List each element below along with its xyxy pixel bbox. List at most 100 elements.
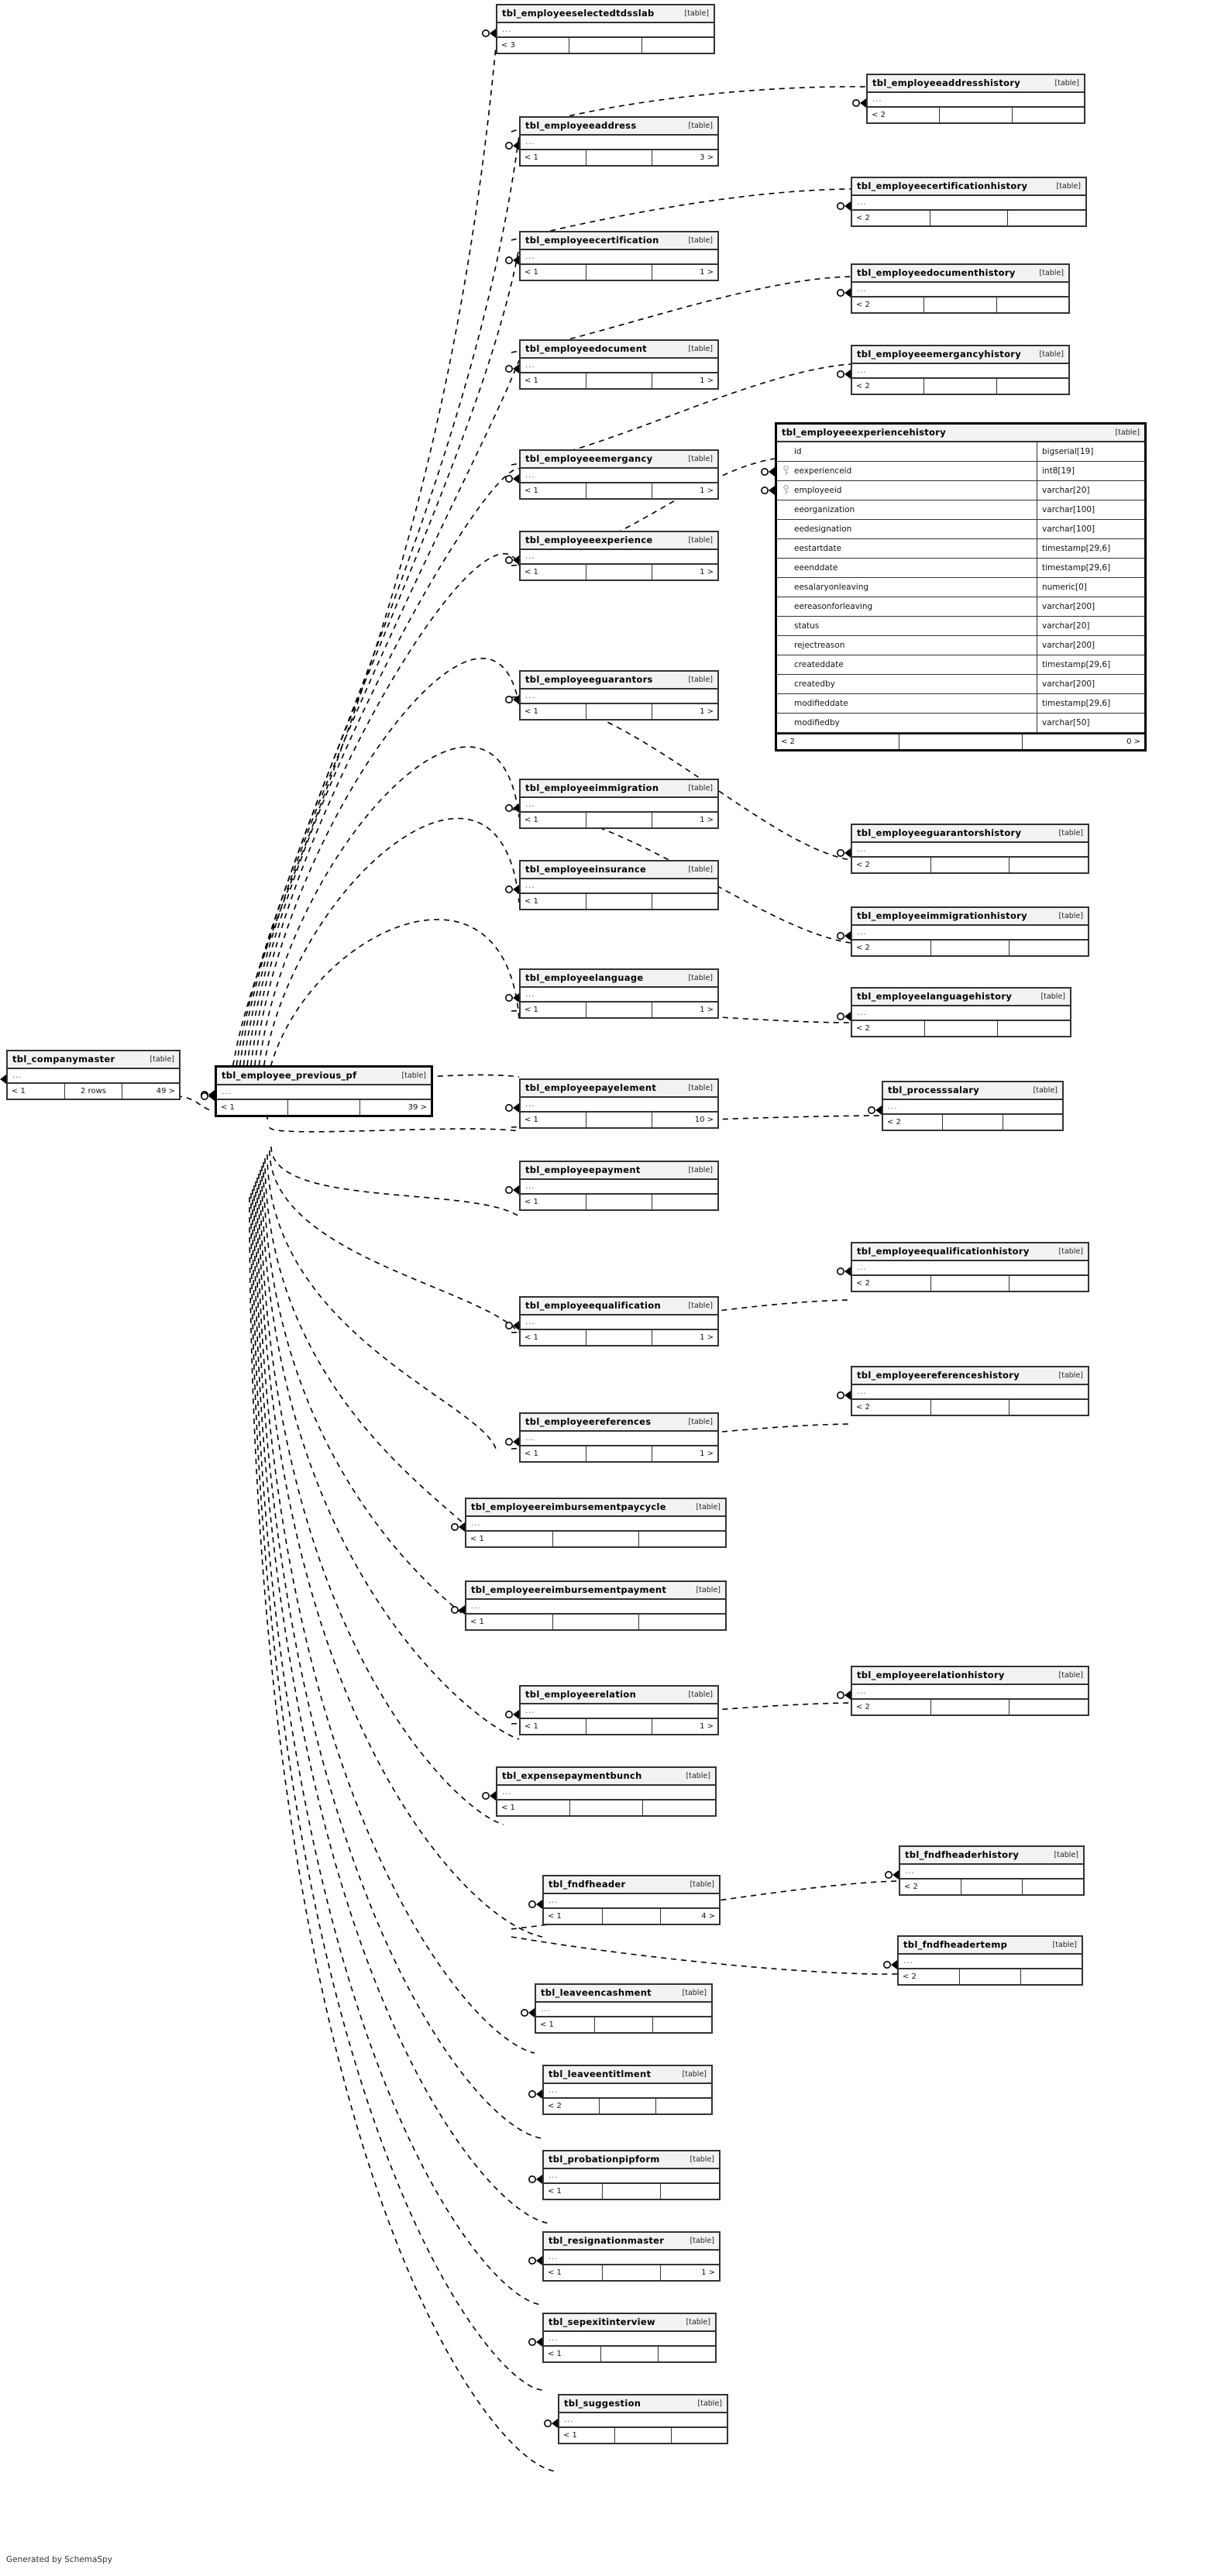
- table-node-tbl_suggestion[interactable]: tbl_suggestion[table]...< 1: [558, 2394, 728, 2444]
- parents-count: < 1: [8, 1084, 65, 1099]
- table-type-tag: [table]: [688, 675, 713, 684]
- children-count: [1013, 108, 1084, 122]
- table-name: tbl_suggestion: [564, 2398, 641, 2409]
- table-node-tbl_employeeselectedtdsslab[interactable]: tbl_employeeselectedtdsslab[table]...< 3: [496, 4, 715, 54]
- column-type: varchar[20]: [1042, 621, 1090, 631]
- table-node-tbl_employeepayment[interactable]: tbl_employeepayment[table]...< 1: [519, 1161, 719, 1211]
- parents-count: < 2: [852, 1021, 925, 1036]
- table-node-tbl_leaveencashment[interactable]: tbl_leaveencashment[table]...< 1: [535, 1983, 713, 2034]
- children-count: 3 >: [700, 153, 714, 162]
- table-header: tbl_fndfheaderhistory[table]: [900, 1847, 1083, 1865]
- column-name-cell: eestartdate: [777, 539, 1037, 558]
- table-node-tbl_probationpipform[interactable]: tbl_probationpipform[table]...< 1: [542, 2150, 721, 2200]
- table-node-tbl_employeereferenceshistory[interactable]: tbl_employeereferenceshistory[table]...<…: [851, 1366, 1089, 1416]
- table-node-tbl_employeeemergancyhistory[interactable]: tbl_employeeemergancyhistory[table]...< …: [851, 345, 1070, 395]
- table-header: tbl_employeelanguage[table]: [521, 970, 717, 988]
- table-name: tbl_employeeexperience: [525, 535, 653, 545]
- table-node-tbl_employeereimbursementpaycycle[interactable]: tbl_employeereimbursementpaycycle[table]…: [465, 1498, 727, 1548]
- table-footer: < 2: [852, 211, 1085, 225]
- table-type-tag: [table]: [1033, 1085, 1058, 1095]
- column-name-cell: id: [777, 442, 1037, 461]
- table-header: tbl_employeecertification[table]: [521, 232, 717, 250]
- rows-count: [924, 379, 997, 394]
- children-count: [1008, 211, 1085, 225]
- table-node-tbl_employeeguarantorshistory[interactable]: tbl_employeeguarantorshistory[table]...<…: [851, 824, 1089, 874]
- table-name: tbl_employeeimmigration: [525, 782, 659, 793]
- table-name: tbl_employeedocumenthistory: [857, 267, 1016, 278]
- children-count: 1 >: [700, 487, 714, 495]
- parents-count: < 1: [521, 373, 586, 388]
- table-node-tbl_employeeaddresshistory[interactable]: tbl_employeeaddresshistory[table]...< 2: [866, 74, 1085, 124]
- table-node-tbl_employeerelationhistory[interactable]: tbl_employeerelationhistory[table]...< 2: [851, 1666, 1089, 1716]
- parents-count: < 1: [521, 1113, 586, 1127]
- table-footer: < 1: [497, 1800, 715, 1815]
- table-columns-collapsed: ...: [544, 2332, 715, 2347]
- relationship-connector: [504, 1185, 519, 1195]
- table-node-tbl_expensepaymentbunch[interactable]: tbl_expensepaymentbunch[table]...< 1: [496, 1766, 717, 1817]
- rows-count: [586, 483, 652, 498]
- table-node-tbl_fndfheaderhistory[interactable]: tbl_fndfheaderhistory[table]...< 2: [899, 1845, 1085, 1896]
- column-type-cell: varchar[200]: [1037, 675, 1144, 693]
- column-type-cell: varchar[100]: [1037, 500, 1144, 519]
- rows-count: [615, 2428, 672, 2443]
- relationship-connector: [504, 256, 519, 265]
- rows-count: [586, 1446, 652, 1461]
- table-node-tbl_sepexitinterview[interactable]: tbl_sepexitinterview[table]...< 1: [542, 2313, 717, 2363]
- parents-count: < 1: [544, 1909, 603, 1924]
- table-node-tbl_leaveentitlment[interactable]: tbl_leaveentitlment[table]...< 2: [542, 2065, 713, 2115]
- column-type-cell: varchar[20]: [1037, 617, 1144, 635]
- table-name: tbl_fndfheaderhistory: [905, 1849, 1020, 1860]
- table-node-tbl_processsalary[interactable]: tbl_processsalary[table]...< 2: [882, 1081, 1064, 1131]
- children-count: [659, 2347, 715, 2361]
- rows-count: [288, 1100, 360, 1115]
- table-node-tbl_employeeinsurance[interactable]: tbl_employeeinsurance[table]...< 1: [519, 860, 719, 910]
- table-node-tbl_employeedocumenthistory[interactable]: tbl_employeedocumenthistory[table]...< 2: [851, 263, 1070, 314]
- table-columns-collapsed: ...: [852, 843, 1088, 858]
- children-count: [652, 1195, 717, 1209]
- table-name: tbl_employeereferenceshistory: [857, 1370, 1020, 1381]
- table-node-tbl_employeereimbursementpayment[interactable]: tbl_employeereimbursementpayment[table].…: [465, 1580, 727, 1631]
- rows-count: [586, 150, 652, 165]
- column-name-cell: rejectreason: [777, 636, 1037, 655]
- parents-count: < 2: [544, 2099, 600, 2113]
- table-header: tbl_leaveentitlment[table]: [544, 2066, 711, 2084]
- children-count: [656, 2099, 711, 2113]
- table-header: tbl_employeepayelement[table]: [521, 1080, 717, 1098]
- table-node-tbl_fndfheadertemp[interactable]: tbl_fndfheadertemp[table]...< 2: [897, 1935, 1083, 1986]
- table-node-tbl_employeecertificationhistory[interactable]: tbl_employeecertificationhistory[table].…: [851, 177, 1087, 227]
- table-footer: < 1: [466, 1532, 725, 1546]
- table-footer: < 2: [852, 1700, 1088, 1714]
- table-footer: < 2: [852, 858, 1088, 872]
- children-count: 4 >: [701, 1912, 716, 1921]
- table-node-tbl_employeelanguagehistory[interactable]: tbl_employeelanguagehistory[table]...< 2: [851, 987, 1071, 1037]
- table-type-tag: [table]: [686, 1771, 710, 1780]
- rows-count: [586, 1195, 652, 1209]
- table-node-tbl_employeeimmigrationhistory[interactable]: tbl_employeeimmigrationhistory[table]...…: [851, 906, 1089, 957]
- rows-count: [940, 108, 1013, 122]
- table-node-tbl_employeequalificationhistory[interactable]: tbl_employeequalificationhistory[table].…: [851, 1242, 1089, 1292]
- table-type-tag: [table]: [690, 1880, 714, 1889]
- table-type-tag: [table]: [684, 9, 709, 18]
- table-header: tbl_fndfheadertemp[table]: [899, 1937, 1082, 1955]
- rows-count: [925, 1021, 998, 1036]
